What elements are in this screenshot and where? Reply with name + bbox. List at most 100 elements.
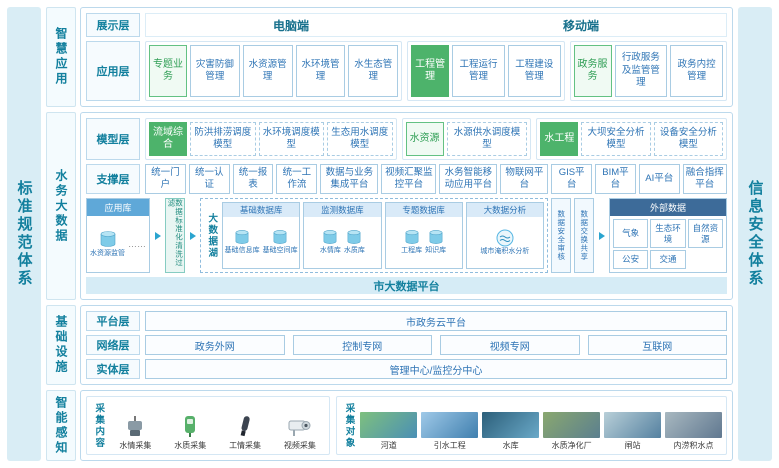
app-item: 行政服务及监管管理 <box>614 45 668 97</box>
network-item: 视频专网 <box>440 335 580 355</box>
collection-objects-group: 采集对象 河道 引水工程 水库 <box>336 396 727 455</box>
photo-waterlogging-point <box>665 412 722 438</box>
collection-content-label: 采集内容 <box>91 400 106 451</box>
db-caption: 水情库 <box>319 247 341 254</box>
arrow-right-icon <box>188 198 197 273</box>
model-item: 防洪排涝调度模型 <box>190 122 256 156</box>
support-item: 统一报表 <box>232 164 274 194</box>
application-library-body: 水资源监管 …… <box>87 216 149 272</box>
sense-item-caption: 内涝积水点 <box>673 441 714 450</box>
sense-item-caption: 工情采集 <box>229 441 262 450</box>
intelligent-sensing-body: 采集内容 水情采集 水质采集 工情采集 <box>80 390 733 461</box>
application-library-block: 应用库 水资源监管 …… <box>86 198 150 273</box>
data-security-audit-box: 数据安全审核 <box>551 198 571 273</box>
data-cleaning-label: 数据标准化清洗过滤 <box>167 199 184 267</box>
model-group-basin: 流域综合 防洪排涝调度模型 水环境调度模型 生态用水调度模型 <box>145 118 397 160</box>
entity-layer-label: 实体层 <box>86 359 140 379</box>
photo-sluice-station <box>604 412 662 438</box>
app-group-government: 政务服务 行政服务及监管管理 政务内控管理 <box>569 41 727 101</box>
platform-layer-label: 平台层 <box>86 311 140 331</box>
theme-database-body: 工程库 知识库 <box>386 217 462 268</box>
db-caption: 水资源监管 <box>90 249 125 257</box>
sense-item-caption: 视频采集 <box>283 441 316 450</box>
model-group-resource: 水资源 水源供水调度模型 <box>401 118 532 160</box>
right-system-bar: 信息安全体系 <box>738 7 772 461</box>
collection-content-label-text: 采集内容 <box>93 402 105 449</box>
database-cylinder-icon <box>235 230 249 244</box>
section-label-text: 智能感知 <box>54 395 68 456</box>
data-flow-row: 应用库 水资源监管 …… 数据标准化清洗过滤 <box>86 198 727 273</box>
monitor-database-box: 监测数据库 水情库 水质库 <box>303 202 382 269</box>
photo-river-channel <box>360 412 418 438</box>
external-data-item: 自然资源 <box>687 219 723 249</box>
section-label-smart-application: 智慧应用 <box>46 7 76 107</box>
db-item: 水质库 <box>344 230 365 255</box>
sense-item: 闸站 <box>604 400 662 451</box>
support-item: 数据与业务集成平台 <box>320 164 379 194</box>
section-label-water-bigdata: 水务大数据 <box>46 112 76 300</box>
diagram-main: 智慧应用 展示层 电脑端 移动端 应用层 专题业务 灾害防御管理 水资源管理 <box>46 7 733 461</box>
smart-application-body: 展示层 电脑端 移动端 应用层 专题业务 灾害防御管理 水资源管理 水环境管理 … <box>80 7 733 107</box>
data-exchange-share-box: 数据交换共享 <box>574 198 594 273</box>
water-quality-meter-icon <box>185 416 196 437</box>
engineering-sensor-icon <box>240 416 250 437</box>
network-item: 控制专网 <box>292 335 432 355</box>
data-security-audit-label: 数据安全审核 <box>556 210 566 261</box>
group-header-water-resource: 水资源 <box>405 122 444 156</box>
db-item: 知识库 <box>425 230 446 255</box>
infrastructure-body: 平台层 市政务云平台 网络层 政务外网 控制专网 视频专网 互联网 实体层 管理… <box>80 305 733 385</box>
model-item: 水环境调度模型 <box>258 122 325 156</box>
db-item: 水资源监管 <box>90 230 125 258</box>
database-cylinder-icon <box>323 230 337 244</box>
database-cylinder-icon <box>100 230 115 247</box>
data-exchange-share-label: 数据交换共享 <box>579 210 589 261</box>
support-layer-row: 支撑层 统一门户 统一认证 统一报表 统一工作流 数据与业务集成平台 视频汇聚监… <box>86 164 727 194</box>
sense-item-caption: 水情采集 <box>119 441 152 450</box>
analysis-caption: 城市淹积水分析 <box>480 247 530 255</box>
display-layer-frame: 电脑端 移动端 <box>145 13 727 37</box>
sense-item: 水质采集 <box>165 400 216 451</box>
app-item: 灾害防御管理 <box>190 45 240 97</box>
sense-item-caption: 引水工程 <box>433 441 466 450</box>
support-item: 视频汇聚监控平台 <box>381 164 437 194</box>
model-item: 设备安全分析模型 <box>653 122 724 156</box>
big-data-lake-label: 大数据湖 <box>204 202 219 269</box>
photo-reservoir <box>482 412 540 438</box>
water-level-sensor-icon <box>128 416 143 436</box>
ellipsis-label: …… <box>128 239 146 249</box>
database-cylinder-icon <box>347 230 361 244</box>
group-header-government-service: 政务服务 <box>573 45 612 97</box>
display-pc-label: 电脑端 <box>272 18 309 33</box>
gov-cloud-platform-box: 市政务云平台 <box>145 311 727 331</box>
external-data-item: 交通 <box>650 250 686 269</box>
external-data-header: 外部数据 <box>610 199 726 216</box>
base-database-box: 基础数据库 基础信息库 基础空间库 <box>222 202 301 269</box>
sense-item-caption: 水质净化厂 <box>551 441 592 450</box>
support-item: 统一工作流 <box>276 164 318 194</box>
network-items: 政务外网 控制专网 视频专网 互联网 <box>145 335 727 355</box>
display-layer-row: 展示层 电脑端 移动端 <box>86 13 727 37</box>
display-layer-label: 展示层 <box>86 13 140 37</box>
network-item: 政务外网 <box>145 335 285 355</box>
model-item: 大坝安全分析模型 <box>581 122 651 156</box>
base-database-body: 基础信息库 基础空间库 <box>223 217 299 268</box>
city-bigdata-platform-bar: 市大数据平台 <box>86 277 727 294</box>
application-layer-label: 应用层 <box>86 41 140 101</box>
theme-database-box: 专题数据库 工程库 知识库 <box>384 202 463 269</box>
sense-item: 水情采集 <box>110 400 161 451</box>
external-data-item: 公安 <box>613 250 649 269</box>
support-item: 水务智能移动应用平台 <box>439 164 498 194</box>
support-item: 统一门户 <box>145 164 186 194</box>
management-center-box: 管理中心/监控分中心 <box>145 359 727 379</box>
support-item: AI平台 <box>638 164 680 194</box>
arrow-right-icon <box>597 198 606 273</box>
sense-item-caption: 闸站 <box>624 441 641 450</box>
group-header-basin: 流域综合 <box>149 122 187 156</box>
data-cleaning-box: 数据标准化清洗过滤 <box>165 198 185 273</box>
db-caption: 基础信息库 <box>224 247 260 254</box>
monitor-database-body: 水情库 水质库 <box>304 217 380 268</box>
water-analysis-icon <box>496 229 514 247</box>
app-item: 工程运行管理 <box>452 45 505 97</box>
monitor-database-header: 监测数据库 <box>304 203 381 217</box>
section-intelligent-sensing: 智能感知 采集内容 水情采集 水质采集 <box>46 390 733 461</box>
